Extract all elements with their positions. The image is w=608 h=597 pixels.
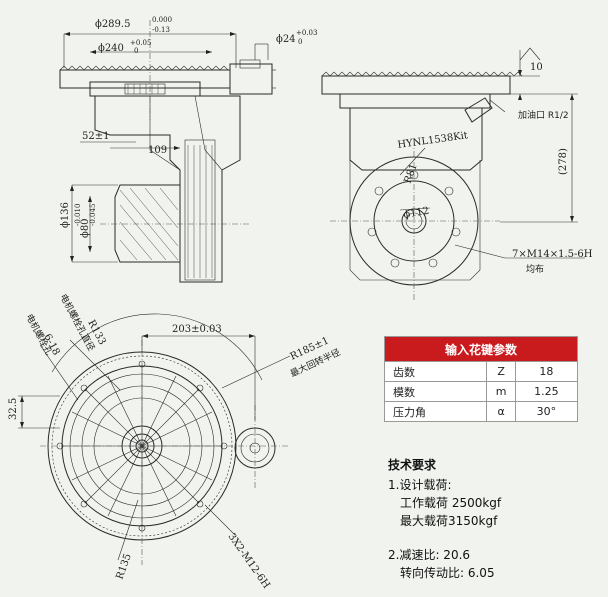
dim-d24-tol-upper: +0.03 bbox=[296, 29, 317, 37]
dim-len32: 32.5 bbox=[8, 398, 19, 420]
end-view bbox=[321, 47, 585, 300]
dim-d80-tol-lower: -0.045 bbox=[89, 204, 97, 226]
dim-len52: 52±1 bbox=[82, 131, 109, 142]
dim-d289: ϕ289.5 bbox=[95, 19, 130, 30]
param-symbol: m bbox=[486, 381, 516, 402]
dim-d80-tol-upper: -0.010 bbox=[74, 204, 82, 226]
dim-d80: ϕ80 bbox=[80, 218, 91, 238]
bolt-holes-label: 7×M14×1.5-6H bbox=[512, 249, 593, 260]
table-row: 压力角 α 30° bbox=[383, 401, 579, 422]
model-label: HYNL1538Kit bbox=[397, 130, 469, 151]
table-row: 模数 m 1.25 bbox=[383, 381, 579, 402]
dim-d24-tol-lower: 0 bbox=[298, 38, 302, 46]
dim-d136: ϕ136 bbox=[60, 202, 71, 228]
dim-len109: 109 bbox=[148, 145, 167, 156]
dim-d289-tol-upper: 0.000 bbox=[152, 16, 172, 24]
dim-r135: R135 bbox=[114, 552, 133, 581]
oil-port-label: 加油口 R1/2 bbox=[518, 109, 569, 121]
param-symbol: Z bbox=[486, 361, 516, 382]
param-name: 模数 bbox=[383, 381, 488, 402]
spline-param-table: 输入花键参数 齿数 Z 18 模数 m 1.25 压力角 α 30° bbox=[383, 336, 579, 422]
param-value: 18 bbox=[514, 361, 579, 382]
dim-d289-tol-lower: -0.13 bbox=[152, 26, 170, 34]
side-section-view bbox=[59, 20, 276, 283]
dim-height10: 10 bbox=[530, 62, 543, 73]
bottom-holes-label: 3X2-M12-6H bbox=[226, 531, 272, 590]
tech-item-1b: 最大载荷3150kgf bbox=[400, 514, 498, 528]
tech-title: 技术要求 bbox=[388, 458, 437, 472]
param-name: 齿数 bbox=[383, 361, 488, 382]
param-name: 压力角 bbox=[383, 401, 488, 422]
tech-requirements: 技术要求 1.设计载荷: 工作载荷 2500kgf 最大载荷3150kgf 2.… bbox=[388, 456, 603, 582]
table-row: 齿数 Z 18 bbox=[383, 361, 579, 382]
tech-item-1: 1.设计载荷: bbox=[388, 478, 452, 492]
tech-item-1a: 工作载荷 2500kgf bbox=[400, 496, 502, 510]
dim-height278: (278) bbox=[558, 148, 569, 175]
dim-d240: ϕ240 bbox=[98, 43, 124, 54]
dim-len203: 203±0.03 bbox=[172, 324, 222, 335]
tech-item-2: 2.减速比: 20.6 bbox=[388, 548, 471, 562]
plan-view bbox=[18, 313, 291, 565]
dim-d112: ϕ112 bbox=[403, 206, 430, 221]
dim-d240-tol-upper: +0.05 bbox=[130, 39, 151, 47]
param-symbol: α bbox=[486, 401, 516, 422]
param-value: 1.25 bbox=[514, 381, 579, 402]
dim-d24: ϕ24 bbox=[276, 34, 296, 45]
tech-item-2a: 转向传动比: 6.05 bbox=[400, 566, 495, 580]
dim-d240-tol-lower: 0 bbox=[134, 47, 138, 55]
param-value: 30° bbox=[514, 401, 579, 422]
param-table-title: 输入花键参数 bbox=[384, 336, 578, 362]
bolt-holes-note: 均布 bbox=[526, 263, 544, 275]
